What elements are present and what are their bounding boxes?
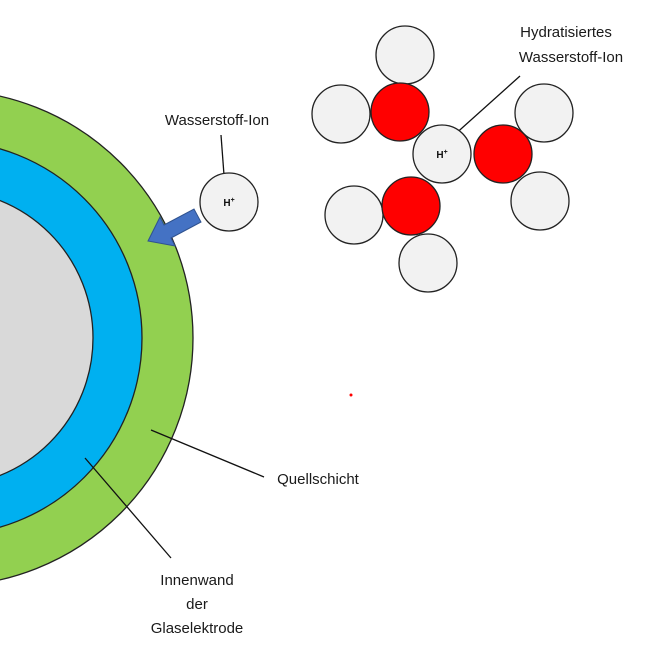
ion-symbol-charge: +: [444, 149, 448, 156]
hydrogen-atom: [311, 84, 371, 144]
hydrated-hydrogen-ion: H+: [311, 25, 574, 293]
ion-symbol-base: H: [436, 150, 443, 161]
label-inner-wall-line3: Glaselektrode: [151, 620, 244, 637]
label-hydrated-line1: Hydratisiertes: [520, 24, 612, 41]
ion-symbol-base: H: [223, 198, 230, 209]
oxygen-atom: [370, 82, 430, 142]
hydrogen-ion-circle: [199, 172, 259, 232]
glass-core: [0, 199, 94, 477]
hydrogen-atom: [510, 171, 570, 231]
hydrogen-ion-symbol: H+: [223, 197, 234, 209]
oxygen-atom: [473, 124, 533, 184]
leader-hydrated-ion: [451, 75, 521, 138]
hydrogen-atom: [514, 83, 574, 143]
central-hydrogen-ion: [412, 124, 472, 184]
arrow-down-left-icon: [147, 208, 202, 247]
marker-dot: [349, 393, 353, 397]
label-inner-wall-line1: Innenwand: [160, 572, 233, 589]
leader-swelling-layer: [150, 429, 265, 478]
hydrogen-atom: [398, 233, 458, 293]
leader-hydrogen-ion: [220, 134, 225, 176]
label-inner-wall-line2: der: [186, 596, 208, 613]
oxygen-atom: [381, 176, 441, 236]
ion-symbol-charge: +: [231, 197, 235, 204]
central-ion-symbol: H+: [436, 149, 447, 161]
label-hydrogen-ion: Wasserstoff-Ion: [165, 112, 269, 129]
hydrogen-ion: H+: [199, 172, 259, 232]
leader-inner-wall: [84, 457, 172, 559]
label-hydrated-line2: Wasserstoff-Ion: [519, 49, 623, 66]
hydrogen-atom: [324, 185, 384, 245]
label-swelling-layer: Quellschicht: [277, 471, 360, 488]
hydrogen-atom: [375, 25, 435, 85]
glass-electrode: [0, 95, 194, 581]
